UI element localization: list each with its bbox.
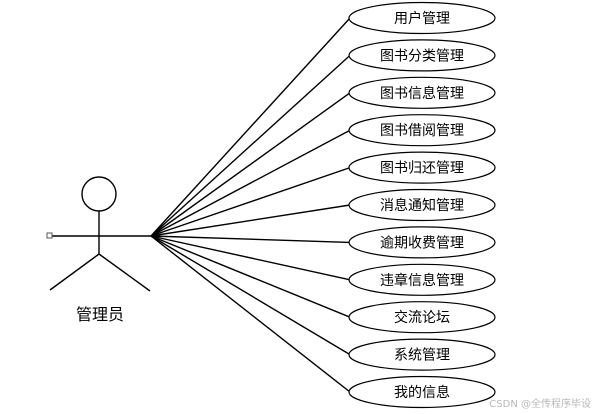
use-case-label: 图书分类管理 xyxy=(380,48,464,64)
association-line xyxy=(150,235,351,356)
association-line xyxy=(150,166,351,237)
use-case-ellipse xyxy=(348,375,496,409)
use-case: 我的信息 xyxy=(348,375,496,409)
use-case-label: 逾期收费管理 xyxy=(380,235,464,251)
use-case: 逾期收费管理 xyxy=(348,226,496,259)
association-line xyxy=(150,235,351,393)
use-case-ellipse xyxy=(348,76,496,109)
use-case-label: 图书借阅管理 xyxy=(380,123,464,139)
use-case-ellipse xyxy=(348,151,496,184)
association-line xyxy=(150,235,351,281)
association-line xyxy=(150,235,351,318)
actor-connector-handle xyxy=(46,232,53,239)
association-line xyxy=(150,129,351,237)
use-case: 图书归还管理 xyxy=(348,151,496,184)
use-case-ellipse xyxy=(348,226,496,259)
use-case: 图书借阅管理 xyxy=(348,114,496,147)
use-case: 用户管理 xyxy=(348,1,496,35)
actor-head xyxy=(81,176,117,212)
use-case: 交流论坛 xyxy=(348,301,496,334)
use-case-label: 违章信息管理 xyxy=(380,272,464,289)
use-case: 图书信息管理 xyxy=(348,76,496,109)
use-case: 违章信息管理 xyxy=(348,263,496,296)
use-case-label: 消息通知管理 xyxy=(380,197,464,214)
use-case-label: 交流论坛 xyxy=(394,309,450,326)
use-case: 图书分类管理 xyxy=(348,39,496,72)
association-line xyxy=(150,204,351,237)
use-case-ellipse xyxy=(348,1,496,35)
actor-left-leg xyxy=(49,253,100,291)
association-lines xyxy=(150,17,351,393)
actor-right-leg xyxy=(98,253,151,292)
use-case-ellipse xyxy=(348,301,496,334)
watermark: CSDN @全传程序毕设 xyxy=(489,399,591,410)
use-case-label: 图书信息管理 xyxy=(380,85,464,102)
use-case-ellipse xyxy=(348,263,496,296)
use-case: 系统管理 xyxy=(348,338,496,371)
actor: 管理员 xyxy=(46,176,151,324)
association-line xyxy=(150,54,351,237)
use-case-ellipse xyxy=(348,114,496,147)
use-case-label: 我的信息 xyxy=(394,384,450,401)
association-line xyxy=(150,17,351,237)
use-case-label: 图书归还管理 xyxy=(380,160,464,177)
use-case-ellipse xyxy=(348,188,496,222)
use-case-label: 用户管理 xyxy=(394,10,450,27)
actor-label: 管理员 xyxy=(76,305,124,324)
association-line xyxy=(150,235,351,244)
use-case-ellipse xyxy=(348,338,496,371)
use-case: 消息通知管理 xyxy=(348,188,496,222)
association-line xyxy=(150,92,351,237)
use-case-label: 系统管理 xyxy=(394,348,450,364)
use-case-list: 用户管理图书分类管理图书信息管理图书借阅管理图书归还管理消息通知管理逾期收费管理… xyxy=(348,1,496,409)
use-case-ellipse xyxy=(348,39,496,72)
